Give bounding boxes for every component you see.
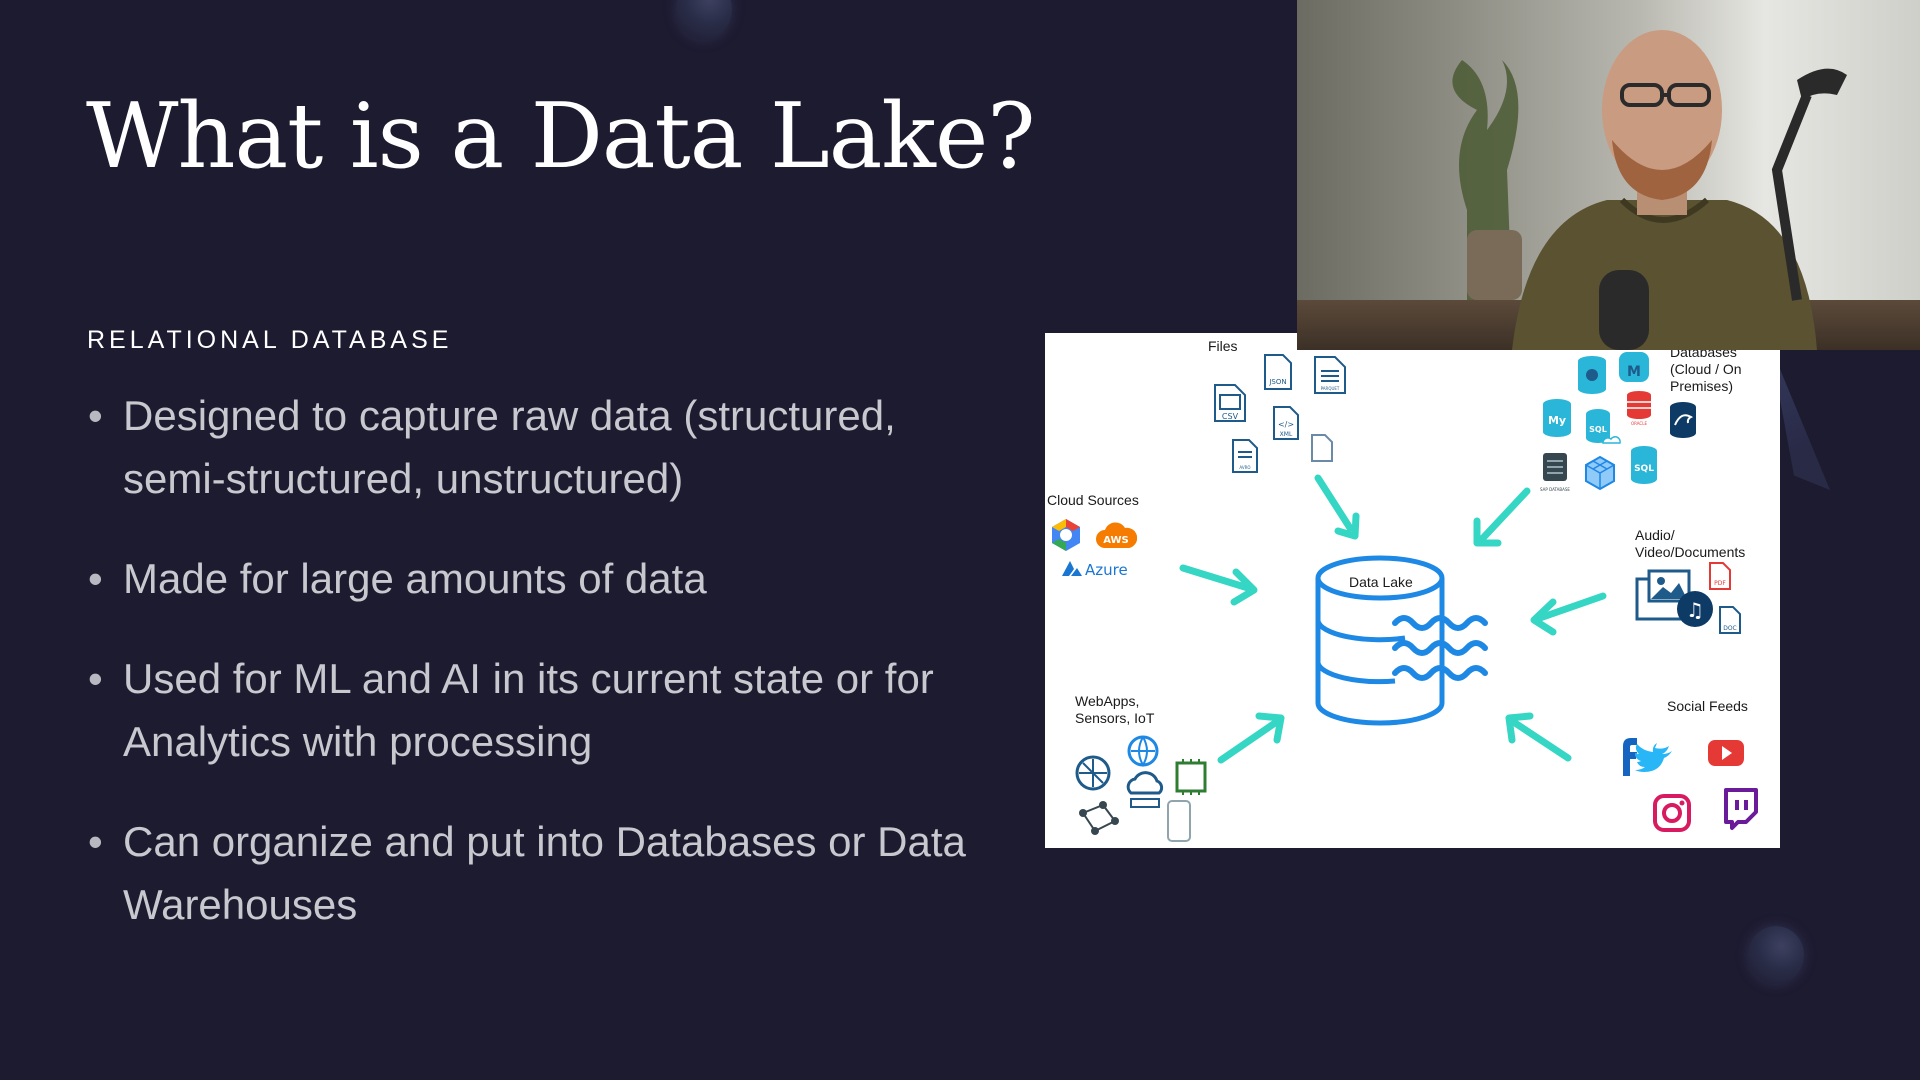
aws-icon: AWS [1096,522,1137,548]
databases-label: Databases (Cloud / On Premises) [1670,344,1742,394]
doc-badge-label: PDF [1714,580,1726,587]
cube-db-icon [1585,455,1615,491]
sql-server-db-icon: SQL [1631,446,1657,484]
parquet-file-icon: PARQUET [1314,356,1346,394]
csv-file-icon: CSV [1214,384,1246,422]
data-lake-diagram: Files Databases (Cloud / On Premises) Cl… [1045,333,1780,848]
files-label: Files [1208,338,1238,354]
audio-video-documents-label: Audio/ Video/Documents [1635,527,1746,560]
arrow-icon [1314,474,1360,540]
bullet-item: • Used for ML and AI in its current state… [86,647,986,773]
social-feeds-label: Social Feeds [1667,698,1748,714]
azure-icon: Azure [1062,561,1128,579]
db-badge-label: M [1627,364,1641,380]
arrow-icon [1473,487,1531,547]
arrow-icon [1179,564,1258,606]
slide-title: What is a Data Lake? [86,84,1035,189]
media-documents-icon: ♫ PDF DOC [1635,562,1741,634]
bullet-marker: • [88,555,103,602]
decorative-orb [676,0,732,40]
presenter-image [1452,30,1847,350]
bullet-item: • Designed to capture raw data (structure… [86,384,986,510]
generic-file-icon [1311,434,1333,462]
cloud-provider-label: Azure [1085,561,1128,579]
file-type-label: AVRO [1239,465,1250,470]
db-badge-label: My [1548,414,1566,427]
bullet-marker: • [88,392,103,439]
xml-file-icon: </> XML [1273,406,1299,440]
slide-subtitle: RELATIONAL DATABASE [87,326,453,354]
bullet-text: Designed to capture raw data (structured… [123,392,896,502]
cloud-sources-label: Cloud Sources [1047,492,1139,508]
bullet-item: • Can organize and put into Databases or … [86,810,986,936]
bullet-item: • Made for large amounts of data [86,547,986,610]
json-file-icon: JSON [1264,354,1292,390]
decorative-orb [1748,926,1804,984]
bullet-text: Can organize and put into Databases or D… [123,818,966,928]
mariadb-icon: M [1619,352,1649,382]
file-type-label: JSON [1268,378,1286,386]
file-type-label: CSV [1222,412,1239,421]
db-badge-label: SQL [1589,425,1607,434]
mysql-db-icon: My [1543,399,1571,437]
presenter-webcam-feed [1297,0,1920,350]
social-feeds-icon [1623,738,1758,832]
sap-db-icon: SAP DATABASE [1540,453,1570,492]
svg-text:</>: </> [1278,420,1294,429]
file-type-label: PARQUET [1321,386,1340,391]
arrow-icon [1217,712,1285,764]
cloud-provider-label: AWS [1103,535,1129,546]
oracle-db-icon: ORACLE [1627,391,1651,426]
bullet-list: • Designed to capture raw data (structure… [86,384,986,973]
google-cloud-icon [1052,519,1080,551]
svg-text:♫: ♫ [1686,598,1704,622]
db-badge-label: ORACLE [1631,421,1647,426]
data-lake-label: Data Lake [1349,574,1413,590]
db-badge-label: SAP DATABASE [1540,487,1570,492]
file-type-label: XML [1280,431,1293,438]
bullet-text: Made for large amounts of data [123,555,707,602]
arrow-icon [1505,712,1572,762]
sql-db-icon: SQL [1586,409,1621,444]
doc-badge-label: DOC [1723,625,1737,632]
postgres-db-icon [1578,356,1606,394]
bullet-text: Used for ML and AI in its current state … [123,655,934,765]
arrow-icon [1530,592,1607,636]
avro-file-icon: AVRO [1232,439,1258,473]
mysql-dolphin-db-icon [1670,402,1696,438]
bullet-marker: • [88,818,103,865]
webapps-sensors-iot-label: WebApps, Sensors, IoT [1075,693,1155,726]
bullet-marker: • [88,655,103,702]
data-lake-icon [1315,555,1488,726]
db-badge-label: SQL [1634,464,1654,474]
iot-devices-icon [1075,735,1207,842]
